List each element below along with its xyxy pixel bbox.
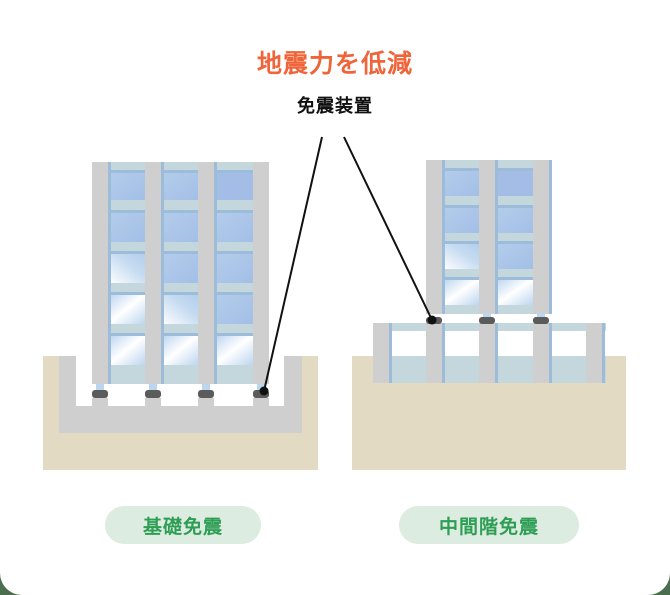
diagram-title: 地震力を低減 (256, 49, 413, 78)
pointer-dot-right (427, 315, 437, 325)
foundation-isolation-diagram (43, 162, 318, 470)
building-left (92, 162, 269, 384)
isolators-right (426, 313, 549, 324)
mid-story-isolation-diagram (352, 160, 626, 470)
foundation-isolation-label: 基礎免震 (105, 506, 261, 544)
mid-story-isolation-label: 中間階免震 (399, 506, 579, 544)
building-right (426, 160, 552, 314)
lower-structure (373, 323, 615, 383)
pointer-dot-left (259, 386, 269, 396)
seismic-isolator-label: 免震装置 (297, 96, 373, 117)
leader-lines (263, 136, 433, 392)
